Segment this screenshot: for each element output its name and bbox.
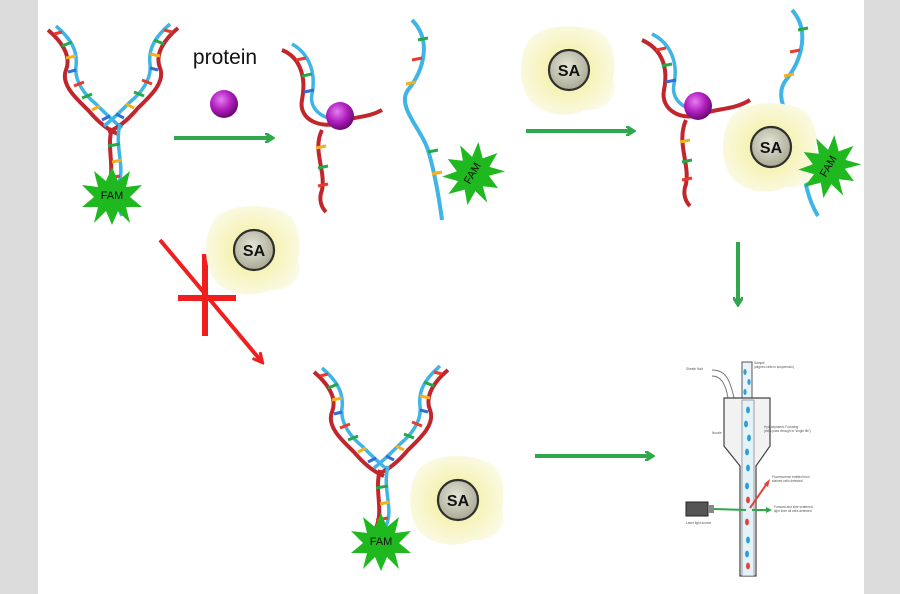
- fam-label-top-middle: FAM: [432, 133, 513, 214]
- sa-text: SA: [558, 63, 581, 80]
- fam-text: FAM: [101, 190, 124, 202]
- focusing-label: Hydrodynamic Focusing: [764, 425, 798, 429]
- nozzle-label: Nozzle: [712, 431, 722, 435]
- sample-label: Sample: [754, 361, 765, 365]
- protein-sphere-bound: [326, 102, 354, 130]
- aptamer-protein-bound: [281, 18, 444, 221]
- fam-label-top-left: FAM: [82, 167, 142, 225]
- fluorescence-label: Fluorescence emitted from: [772, 475, 810, 479]
- sa-text: SA: [760, 140, 783, 157]
- fam-label-top-right: FAM: [788, 126, 869, 207]
- protein-label: protein: [193, 46, 257, 69]
- sa-text: SA: [243, 243, 266, 260]
- focusing-sublabel: (cells pass through in 'single file'): [764, 429, 811, 433]
- protein-sphere-free: [210, 90, 238, 118]
- sa-text: SA: [447, 493, 470, 510]
- fam-text: FAM: [370, 536, 393, 548]
- sa-bound-complex: SA: [721, 102, 818, 193]
- scatter-sublabel: light from all cells detected: [774, 509, 812, 513]
- right-margin-bar: [864, 0, 900, 594]
- sa-free-top: SA: [519, 25, 616, 116]
- laser-source-icon: [685, 501, 709, 517]
- fluorescence-sublabel: stained cells detected: [772, 479, 803, 483]
- scatter-label: Forward and side scattered: [774, 505, 813, 509]
- sample-sublabel: (aligned cells in suspension): [754, 365, 794, 369]
- laser-label: Laser light source: [686, 521, 711, 525]
- protein-sphere-complex: [684, 92, 712, 120]
- fam-label-bottom: FAM: [351, 513, 411, 571]
- left-margin-bar: [0, 0, 38, 594]
- sa-blocked: SA: [204, 205, 301, 296]
- flow-cytometer-diagram: Sheath fluid Sample (aligned cells in su…: [685, 361, 813, 577]
- sheath-fluid-label: Sheath fluid: [686, 367, 703, 371]
- sa-free-bottom: SA: [408, 455, 505, 546]
